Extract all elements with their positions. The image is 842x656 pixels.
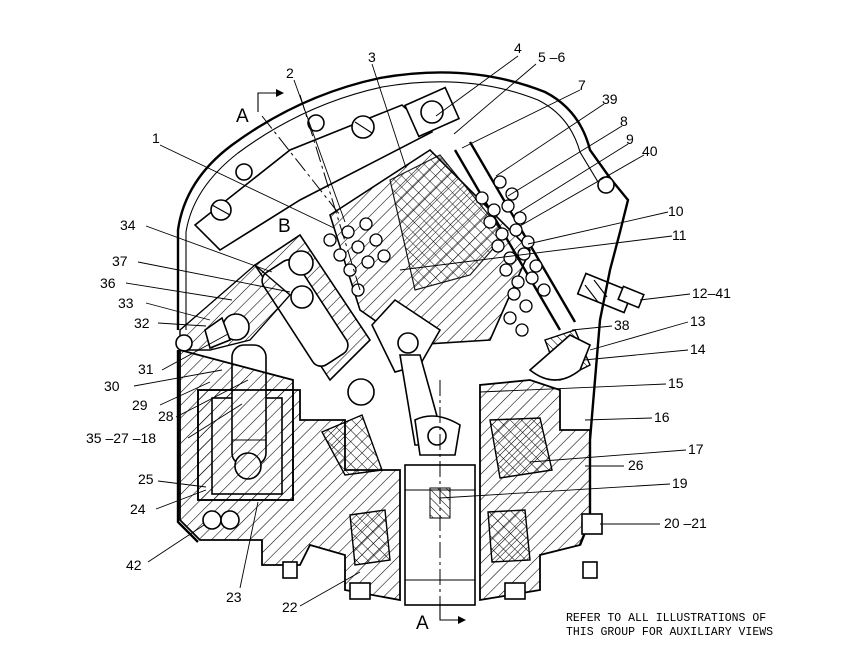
connecting-link — [371, 298, 461, 456]
section-label-bottom: A — [416, 613, 429, 634]
top-mounting-plate — [193, 86, 461, 252]
callout-11: 11 — [672, 227, 687, 243]
callout-13: 13 — [690, 313, 706, 329]
spring-coils-left — [323, 217, 391, 297]
callout-labels: 1 2 3 4 5 –6 7 39 8 9 40 10 11 12–41 13 … — [86, 40, 731, 615]
callout-25: 25 — [138, 471, 154, 487]
right-spring-assembly — [453, 141, 592, 381]
callout-36: 36 — [100, 275, 116, 291]
callout-9: 9 — [626, 131, 634, 147]
section-arrow-top — [257, 89, 284, 112]
callout-23: 23 — [226, 589, 242, 605]
callout-33: 33 — [118, 295, 134, 311]
callout-42: 42 — [126, 557, 142, 573]
rotor-block — [329, 148, 531, 346]
callout-35-27-18: 35 –27 –18 — [86, 430, 156, 446]
leader-lines — [125, 55, 691, 607]
spring-coils-right — [475, 175, 551, 337]
callout-12-41: 12–41 — [692, 285, 731, 301]
callout-2: 2 — [286, 65, 294, 81]
bearings — [202, 414, 599, 566]
callout-19: 19 — [672, 475, 688, 491]
callout-10: 10 — [668, 203, 684, 219]
callout-7: 7 — [578, 77, 586, 93]
callout-4: 4 — [514, 40, 522, 56]
callout-24: 24 — [130, 501, 146, 517]
cover-housing — [176, 71, 611, 330]
callout-1: 1 — [152, 130, 160, 146]
callout-30: 30 — [104, 378, 120, 394]
left-piston-assembly — [253, 217, 391, 406]
callout-28: 28 — [158, 408, 174, 424]
side-fitting — [576, 272, 645, 314]
bottom-fasteners — [282, 513, 603, 600]
callout-34: 34 — [120, 217, 136, 233]
callout-29: 29 — [132, 397, 148, 413]
callout-38: 38 — [614, 317, 630, 333]
callout-37: 37 — [112, 253, 128, 269]
callout-20-21: 20 –21 — [664, 515, 707, 531]
callout-5-6: 5 –6 — [538, 49, 565, 65]
reference-note-line-1: REFER TO ALL ILLUSTRATIONS OF — [566, 612, 767, 625]
callout-31: 31 — [138, 361, 154, 377]
main-housing — [176, 348, 592, 602]
callout-40: 40 — [642, 143, 658, 159]
reference-note: REFER TO ALL ILLUSTRATIONS OF THIS GROUP… — [566, 612, 828, 640]
callout-14: 14 — [690, 341, 706, 357]
callout-15: 15 — [668, 375, 684, 391]
reference-note-line-2: THIS GROUP FOR AUXILIARY VIEWS — [566, 626, 774, 639]
callout-8: 8 — [620, 113, 628, 129]
section-arrow-bottom — [439, 603, 466, 624]
callout-32: 32 — [134, 315, 150, 331]
callout-26: 26 — [628, 457, 644, 473]
detail-label: B — [278, 216, 291, 237]
callout-16: 16 — [654, 409, 670, 425]
callout-39: 39 — [602, 91, 618, 107]
callout-22: 22 — [282, 599, 298, 615]
callout-3: 3 — [368, 49, 376, 65]
centerlines — [261, 94, 441, 612]
callout-17: 17 — [688, 441, 704, 457]
section-label-top: A — [236, 106, 249, 127]
